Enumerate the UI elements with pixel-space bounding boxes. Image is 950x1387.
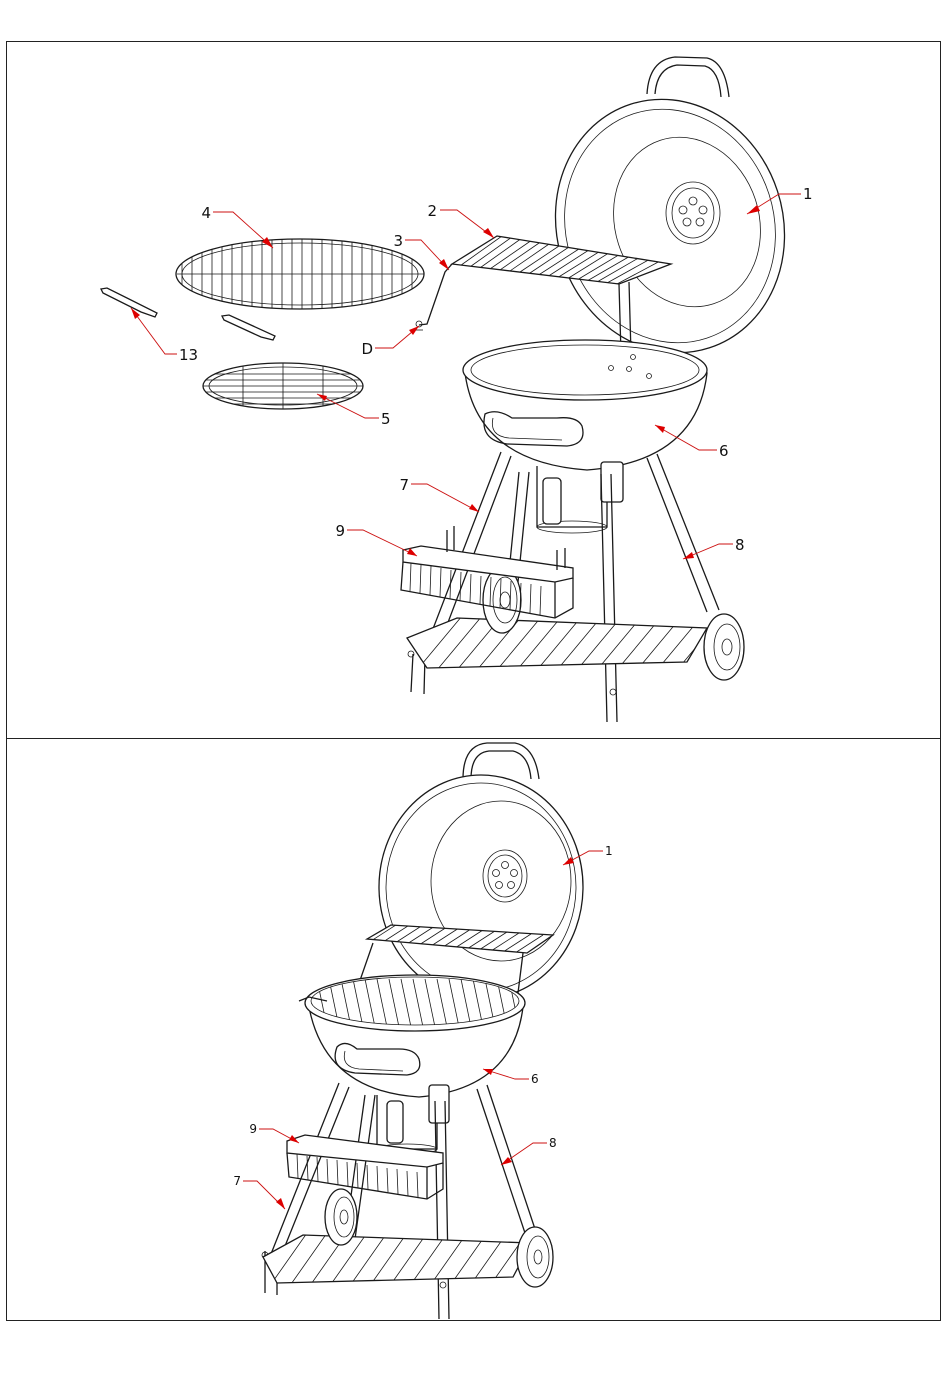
exploded-view-panel: 1 2 3 4 5 6 7 8 9 13 D xyxy=(6,41,941,739)
callout-d: D xyxy=(361,340,373,358)
bottom-shelf xyxy=(263,1233,547,1287)
exploded-view-drawing: 1 2 3 4 5 6 7 8 9 13 D xyxy=(7,42,942,740)
callout-13: 13 xyxy=(179,346,198,364)
lid xyxy=(523,57,817,383)
callout-1: 1 xyxy=(605,844,613,858)
callout-1: 1 xyxy=(803,185,813,203)
callout-3: 3 xyxy=(393,232,403,250)
callout-9: 9 xyxy=(249,1122,257,1136)
bowl xyxy=(463,340,707,470)
callout-7: 7 xyxy=(399,476,409,494)
rear-wheel xyxy=(704,614,744,680)
lid xyxy=(379,743,583,999)
cooking-grate xyxy=(176,239,424,309)
callout-7: 7 xyxy=(233,1174,241,1188)
callout-2: 2 xyxy=(427,202,437,220)
front-wheel xyxy=(325,1189,357,1245)
rear-leg xyxy=(503,454,719,722)
assembled-view-drawing: 1 6 7 8 9 xyxy=(7,739,942,1322)
callout-5: 5 xyxy=(381,410,391,428)
callout-4: 4 xyxy=(201,204,211,222)
callout-9: 9 xyxy=(335,522,345,540)
assembled-view-panel: 1 6 7 8 9 xyxy=(6,738,941,1321)
callout-6: 6 xyxy=(719,442,729,460)
charcoal-grate xyxy=(203,362,363,410)
rear-wheel xyxy=(517,1227,553,1287)
ash-catcher xyxy=(537,462,623,533)
callout-8: 8 xyxy=(549,1136,557,1150)
callout-6: 6 xyxy=(531,1072,539,1086)
callout-8: 8 xyxy=(735,536,745,554)
bowl xyxy=(299,975,525,1097)
bottom-shelf xyxy=(407,616,722,670)
